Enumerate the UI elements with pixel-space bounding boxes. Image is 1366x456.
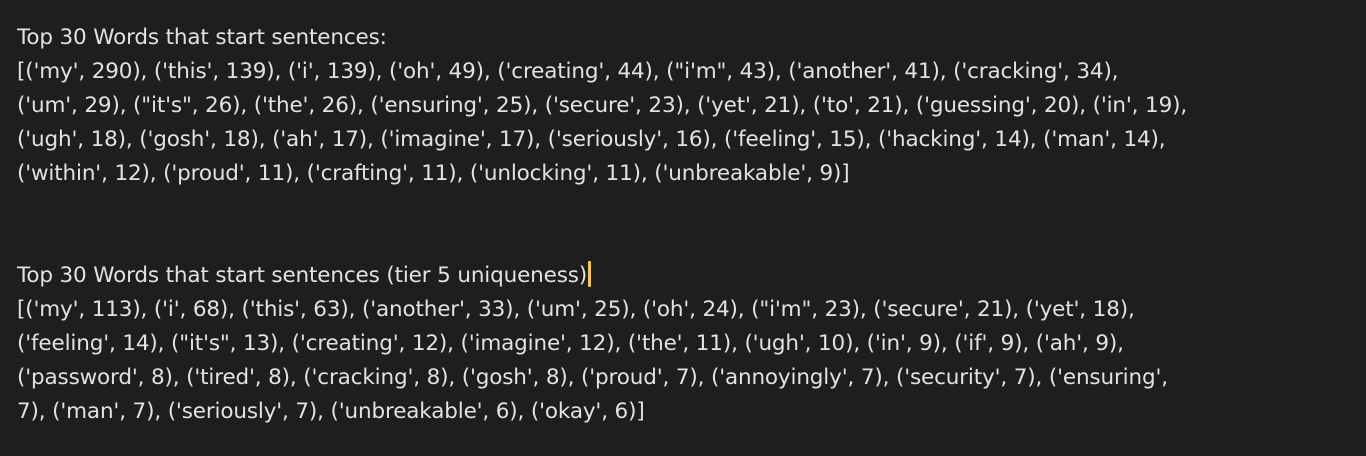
text-line: ('um', 29), ("it's", 26), ('the', 26), (… — [17, 93, 1188, 118]
text-line: ('within', 12), ('proud', 11), ('craftin… — [17, 161, 850, 186]
text-line: 7), ('man', 7), ('seriously', 7), ('unbr… — [17, 399, 645, 424]
block-heading: Top 30 Words that start sentences (tier … — [17, 263, 588, 288]
block-heading: Top 30 Words that start sentences: — [17, 25, 387, 50]
word-list-block-all: Top 30 Words that start sentences: [('my… — [17, 21, 1347, 191]
blank-lines — [17, 191, 1347, 259]
text-cursor — [588, 261, 592, 287]
word-list-block-tier5: Top 30 Words that start sentences (tier … — [17, 259, 1347, 429]
text-line: ('feeling', 14), ("it's", 13), ('creatin… — [17, 331, 1124, 356]
text-line: [('my', 290), ('this', 139), ('i', 139),… — [17, 59, 1119, 84]
text-line: ('ugh', 18), ('gosh', 18), ('ah', 17), (… — [17, 127, 1166, 152]
text-line: ('password', 8), ('tired', 8), ('crackin… — [17, 365, 1168, 390]
block-heading-line: Top 30 Words that start sentences (tier … — [17, 259, 1347, 293]
text-editor-content[interactable]: Top 30 Words that start sentences: [('my… — [17, 21, 1347, 429]
text-line: [('my', 113), ('i', 68), ('this', 63), (… — [17, 297, 1135, 322]
